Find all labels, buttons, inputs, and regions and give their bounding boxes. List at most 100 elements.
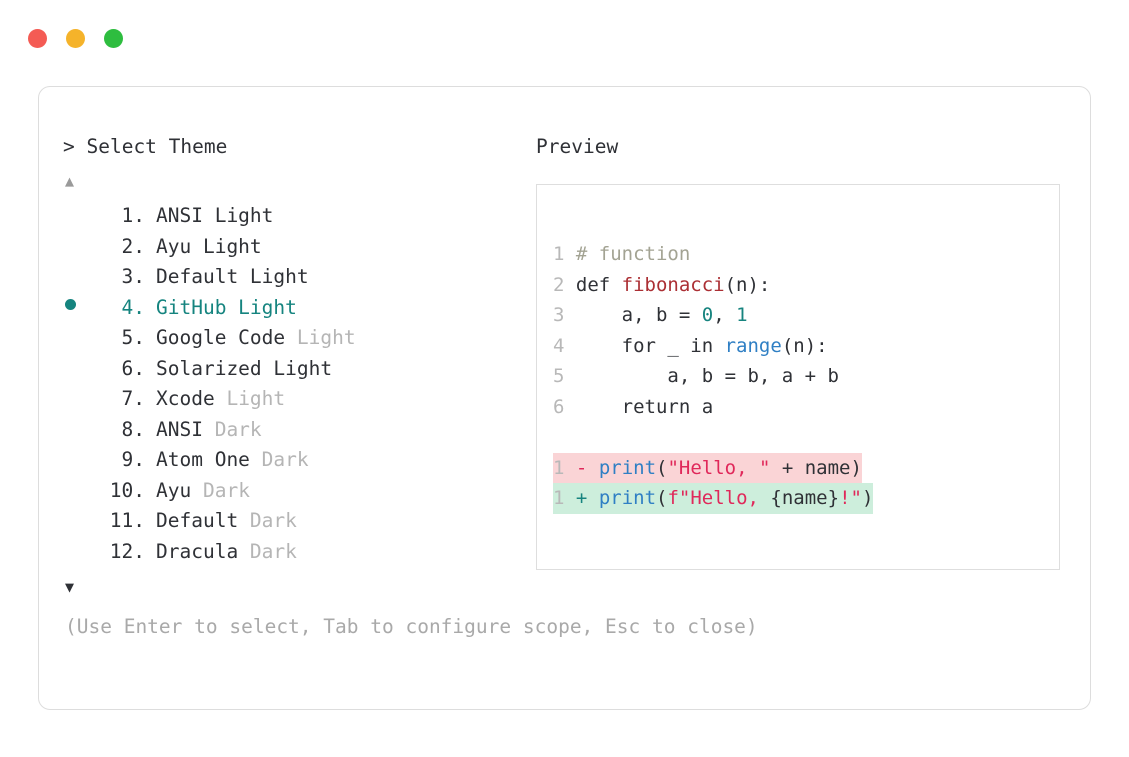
diff-line: 1 + print(f"Hello, {name}!") bbox=[553, 483, 1059, 514]
code-token: ( bbox=[656, 456, 668, 479]
theme-list-item[interactable]: 12.Dracula Dark bbox=[63, 537, 533, 568]
minimize-dot[interactable] bbox=[66, 28, 85, 48]
theme-list-item[interactable]: 2.Ayu Light bbox=[63, 232, 533, 263]
theme-list-item[interactable]: 11.Default Dark bbox=[63, 506, 533, 537]
scroll-up-icon[interactable]: ▲ bbox=[65, 172, 75, 190]
code-token bbox=[564, 457, 575, 479]
close-dot[interactable] bbox=[28, 28, 47, 48]
theme-item-name: Default bbox=[156, 509, 250, 532]
line-number: 1 bbox=[553, 456, 565, 479]
code-line: 6 return a bbox=[553, 392, 1059, 423]
diff-removed-line: 1 - print("Hello, " + name) bbox=[553, 452, 862, 483]
theme-item-label: Ayu Dark bbox=[145, 476, 250, 507]
code-token: fibonacci bbox=[621, 273, 725, 296]
theme-item-number: 8. bbox=[121, 417, 145, 441]
theme-list-item[interactable]: 6. Solarized Light bbox=[63, 354, 533, 385]
theme-item-label: Xcode Light bbox=[145, 384, 285, 415]
theme-item-label: Ayu Light bbox=[145, 232, 262, 263]
line-number: 3 bbox=[553, 304, 565, 326]
code-token: f"Hello, bbox=[667, 487, 771, 509]
theme-item-name: GitHub Light bbox=[156, 295, 297, 319]
theme-list-item[interactable]: 9.Atom One Dark bbox=[63, 445, 533, 476]
theme-item-number: 3. bbox=[121, 265, 145, 288]
code-token: range bbox=[724, 334, 782, 357]
theme-item-variant: Dark bbox=[202, 478, 250, 502]
theme-item-number: 5. bbox=[121, 326, 145, 349]
theme-item-number: 10. bbox=[109, 478, 145, 502]
theme-item-label: Atom One Dark bbox=[145, 445, 309, 476]
theme-item-label: ANSI Dark bbox=[145, 415, 262, 446]
theme-item-label: Solarized Light bbox=[145, 354, 332, 385]
theme-item-number: 2. bbox=[121, 234, 145, 258]
theme-item-name: Ayu bbox=[156, 478, 203, 502]
code-token bbox=[587, 487, 598, 509]
theme-list-item[interactable]: 4. GitHub Light bbox=[63, 293, 533, 324]
theme-item-label: GitHub Light bbox=[145, 293, 297, 324]
code-token bbox=[564, 487, 575, 509]
line-number: 1 bbox=[553, 243, 565, 265]
selected-bullet-icon bbox=[63, 293, 93, 324]
scroll-down-icon[interactable]: ▼ bbox=[65, 578, 75, 596]
diff-line: 1 - print("Hello, " + name) bbox=[553, 452, 1059, 483]
code-token: def bbox=[564, 273, 622, 296]
code-line: 3 a, b = 0, 1 bbox=[553, 300, 1059, 331]
theme-item-number: 11. bbox=[109, 509, 145, 532]
theme-item-name: Xcode bbox=[156, 387, 227, 410]
code-line: 5 a, b = b, a + b bbox=[553, 361, 1059, 392]
theme-item-number: 1. bbox=[121, 204, 145, 227]
code-token: "Hello, " bbox=[667, 456, 771, 479]
code-token: + name) bbox=[770, 456, 862, 479]
code-token: 1 bbox=[736, 304, 748, 326]
window-titlebar bbox=[0, 0, 1129, 76]
code-token: print bbox=[598, 487, 657, 509]
theme-item-number: 4. bbox=[121, 295, 145, 319]
theme-item-name: Solarized Light bbox=[156, 356, 333, 380]
theme-item-number: 6. bbox=[121, 356, 145, 380]
theme-list-item[interactable]: 3. Default Light bbox=[63, 262, 533, 293]
line-number: 5 bbox=[553, 365, 565, 387]
code-token: # function bbox=[564, 243, 691, 265]
line-number: 1 bbox=[553, 487, 565, 509]
preview-label: Preview bbox=[536, 135, 619, 158]
code-token: return a bbox=[564, 395, 714, 418]
page-title: > Select Theme bbox=[63, 135, 228, 158]
code-token: print bbox=[598, 456, 657, 479]
theme-item-number: 12. bbox=[109, 539, 145, 563]
code-token: (n): bbox=[781, 334, 828, 357]
theme-item-name: ANSI Light bbox=[156, 204, 274, 227]
code-token: a, b = b, a + b bbox=[564, 365, 839, 387]
keyboard-hint: (Use Enter to select, Tab to configure s… bbox=[65, 615, 758, 638]
theme-item-variant: Light bbox=[226, 387, 286, 410]
theme-list-item[interactable]: 1. ANSI Light bbox=[63, 201, 533, 232]
code-token: a, b = bbox=[564, 304, 702, 326]
theme-item-label: ANSI Light bbox=[145, 201, 273, 232]
theme-list-item[interactable]: 7.Xcode Light bbox=[63, 384, 533, 415]
theme-item-name: Dracula bbox=[156, 539, 250, 563]
theme-item-label: Google Code Light bbox=[145, 323, 356, 354]
code-token: , bbox=[713, 304, 737, 326]
code-token: !" bbox=[839, 487, 862, 509]
maximize-dot[interactable] bbox=[104, 28, 123, 48]
theme-list-item[interactable]: 8.ANSI Dark bbox=[63, 415, 533, 446]
theme-item-label: Default Dark bbox=[145, 506, 297, 537]
code-token: ) bbox=[861, 487, 874, 509]
theme-item-variant: Light bbox=[296, 326, 356, 349]
diff-added-line: 1 + print(f"Hello, {name}!") bbox=[553, 483, 874, 514]
theme-list-item[interactable]: 5.Google Code Light bbox=[63, 323, 533, 354]
line-number: 6 bbox=[553, 395, 565, 418]
theme-item-name: ANSI bbox=[156, 417, 215, 441]
theme-list-item[interactable]: 10.Ayu Dark bbox=[63, 476, 533, 507]
theme-item-number: 7. bbox=[121, 387, 145, 410]
theme-item-variant: Dark bbox=[261, 448, 309, 471]
line-number: 4 bbox=[553, 334, 565, 357]
theme-item-variant: Dark bbox=[214, 417, 262, 441]
theme-item-name: Atom One bbox=[156, 448, 262, 471]
theme-item-name: Google Code bbox=[156, 326, 297, 349]
code-token: ( bbox=[656, 487, 668, 509]
theme-item-name: Default Light bbox=[156, 265, 309, 288]
code-line: 4 for _ in range(n): bbox=[553, 331, 1059, 362]
